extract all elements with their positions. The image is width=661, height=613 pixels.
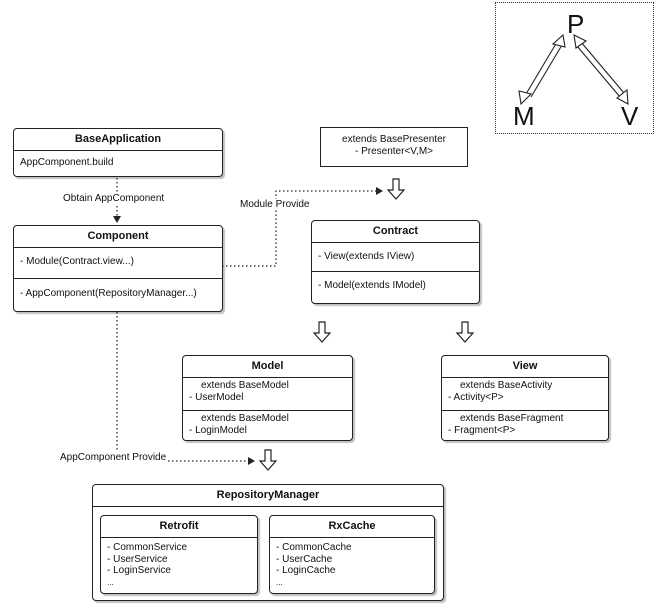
list-item: ... [276, 577, 283, 587]
retrofit-title: Retrofit [101, 516, 257, 538]
model-login-extends: extends BaseModel [201, 413, 289, 424]
retrofit-list: - CommonService - UserService - LoginSer… [101, 538, 257, 591]
base-application-box: BaseApplication AppComponent.build [13, 128, 223, 177]
mvp-p-letter: P [567, 9, 585, 39]
mvp-arrowhead-v [616, 88, 629, 105]
appcomponent-provide-arrowhead [248, 457, 255, 465]
model-section-login: extends BaseModel - LoginModel [183, 410, 352, 440]
presenter-note-line1: extends BasePresenter [342, 134, 446, 145]
contract-view-line: - View(extends IView) [318, 251, 415, 262]
hollow-arrow-repository [258, 449, 278, 471]
component-module-line: - Module(Contract.view...) [20, 256, 134, 267]
presenter-note-section: extends BasePresenter - Presenter<V,M> [321, 128, 467, 161]
model-user-line: - UserModel [189, 392, 244, 403]
module-provide-label: Module Provide [240, 199, 310, 210]
list-item: - LoginService [107, 565, 171, 576]
component-section-modules: - Module(Contract.view...) [14, 248, 222, 278]
repository-manager-title: RepositoryManager [93, 485, 443, 507]
view-section-fragment: extends BaseFragment - Fragment<P> [442, 410, 608, 440]
model-user-extends: extends BaseModel [201, 380, 289, 391]
mvp-arrowhead-p-left [551, 33, 566, 48]
contract-section-view: - View(extends IView) [312, 243, 479, 271]
list-item: ... [107, 577, 114, 587]
retrofit-box: Retrofit - CommonService - UserService -… [100, 515, 258, 594]
list-item: - LoginCache [276, 565, 336, 576]
model-box: Model extends BaseModel - UserModel exte… [182, 355, 353, 441]
mvp-v-letter: V [621, 101, 639, 131]
mvp-arrowhead-p-right [573, 34, 588, 49]
model-section-user: extends BaseModel - UserModel [183, 378, 352, 410]
contract-title: Contract [312, 221, 479, 243]
presenter-note-box: extends BasePresenter - Presenter<V,M> [320, 127, 468, 167]
mvp-diagram: P M V [495, 2, 654, 134]
base-application-line: AppComponent.build [20, 157, 114, 168]
mvp-arrowhead-m [518, 90, 533, 106]
rxcache-list: - CommonCache - UserCache - LoginCache .… [270, 538, 434, 591]
base-application-section: AppComponent.build [14, 151, 222, 172]
hollow-arrow-model [312, 321, 332, 343]
rxcache-box: RxCache - CommonCache - UserCache - Logi… [269, 515, 435, 594]
view-section-activity: extends BaseActivity - Activity<P> [442, 378, 608, 410]
view-activity-extends: extends BaseActivity [460, 380, 553, 391]
repository-manager-box: RepositoryManager Retrofit - CommonServi… [92, 484, 444, 601]
base-application-title: BaseApplication [14, 129, 222, 151]
model-title: Model [183, 356, 352, 378]
list-item: - CommonCache [276, 542, 352, 553]
appcomponent-provide-label: AppComponent Provide [60, 452, 167, 463]
obtain-appcomponent-label: Obtain AppComponent [63, 193, 165, 204]
contract-box: Contract - View(extends IView) - Model(e… [311, 220, 480, 304]
view-title: View [442, 356, 608, 378]
module-provide-connector [222, 190, 378, 267]
presenter-note-line2: - Presenter<V,M> [354, 146, 433, 157]
view-activity-line: - Activity<P> [448, 392, 504, 403]
component-appcomponent-line: - AppComponent(RepositoryManager...) [20, 288, 197, 299]
model-login-line: - LoginModel [189, 425, 247, 436]
rxcache-title: RxCache [270, 516, 434, 538]
contract-model-line: - Model(extends IModel) [318, 280, 426, 291]
component-box: Component - Module(Contract.view...) - A… [13, 225, 223, 312]
hollow-arrow-view [455, 321, 475, 343]
mvp-m-letter: M [513, 101, 535, 131]
contract-section-model: - Model(extends IModel) [312, 271, 479, 295]
obtain-arrowhead [113, 216, 121, 223]
list-item: - CommonService [107, 542, 188, 553]
component-title: Component [14, 226, 222, 248]
view-box: View extends BaseActivity - Activity<P> … [441, 355, 609, 441]
list-item: - UserCache [276, 553, 333, 565]
component-section-appcomponent: - AppComponent(RepositoryManager...) [14, 278, 222, 303]
hollow-arrow-presenter [386, 178, 406, 200]
module-provide-arrowhead [376, 187, 383, 195]
view-fragment-line: - Fragment<P> [448, 425, 516, 436]
list-item: - UserService [107, 553, 168, 565]
view-fragment-extends: extends BaseFragment [460, 413, 564, 424]
